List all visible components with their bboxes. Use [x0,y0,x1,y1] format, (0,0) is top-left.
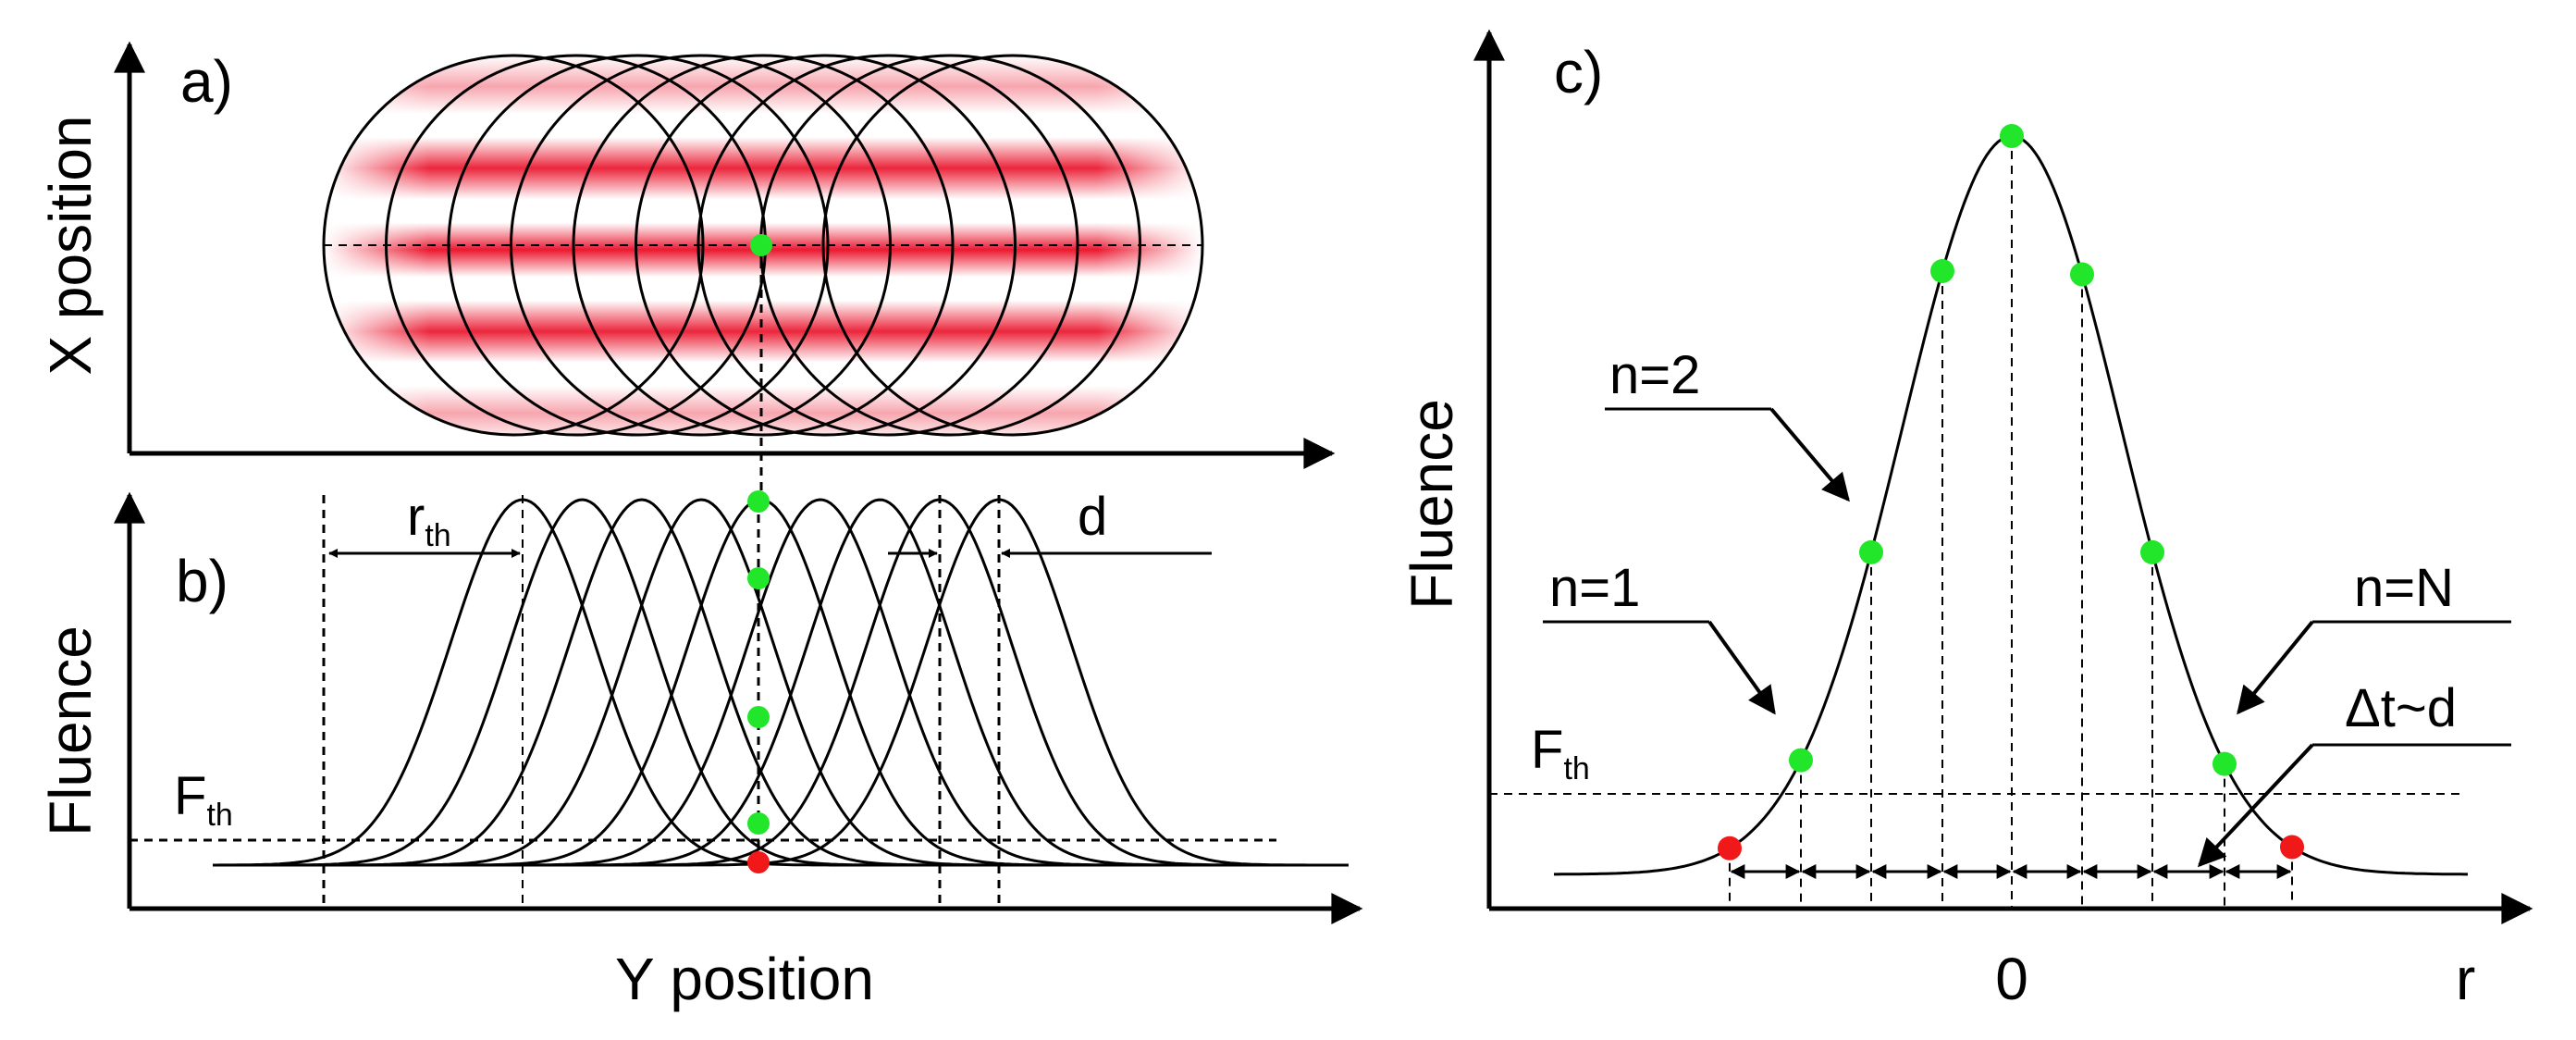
panel-a-y-axis-label: X position [37,115,104,375]
panel-c-points [1718,124,2304,860]
panel-c-green-point [1859,539,1883,564]
panel-c-green-point [2140,539,2164,564]
panel-b-green-point [747,490,770,513]
d-label: d [1078,487,1107,547]
panel-b-green-point [747,812,770,835]
panel-b: b) Fluence Y position rth d Fth [37,487,1363,1012]
panel-b-green-point [747,567,770,589]
panel-b-points [747,490,770,873]
panel-b-y-axis-label: Fluence [37,625,104,836]
dt-label: Δt~d [2345,678,2457,738]
r-th-label: rth [407,487,451,553]
panel-c-y-axis-label: Fluence [1399,399,1465,610]
panel-a-label: a) [180,48,233,115]
panel-b-fth-label: Fth [174,766,233,833]
panel-b-label: b) [176,548,228,614]
nN-label: n=N [2354,558,2454,618]
panel-b-red-point [747,851,770,873]
panel-c-zero-label: 0 [1995,946,2028,1012]
panel-c-green-point [1789,748,1813,773]
dt-leader [2197,743,2314,868]
panel-c-green-point [2212,751,2237,776]
panel-c-x-axis-label: r [2456,946,2475,1012]
panel-c: c) Fluence 0 r Fth n=1 n=2 n=N Δt~d [1399,29,2533,1012]
panel-c-dropdown-lines [1729,136,2293,909]
nN-leader [2237,620,2314,715]
panel-c-green-point [1930,258,1954,283]
gaussian-curves [213,498,1349,867]
panel-c-label: c) [1554,39,1603,105]
panel-c-green-point [2000,124,2024,148]
n2-label: n=2 [1609,345,1700,405]
panel-c-red-point [2280,835,2304,860]
panel-b-green-point [747,706,770,728]
n2-leader [1769,407,1850,502]
panel-a: a) X position [37,41,1336,500]
panel-a-green-point [750,234,772,256]
n1-leader [1707,620,1776,715]
gaussian-curve [213,498,1349,867]
panel-b-x-axis-label: Y position [615,946,874,1012]
panel-c-green-point [2070,262,2094,287]
panel-c-red-point [1718,836,1742,860]
panel-c-fth-label: Fth [1531,720,1590,786]
n1-label: n=1 [1549,558,1640,618]
